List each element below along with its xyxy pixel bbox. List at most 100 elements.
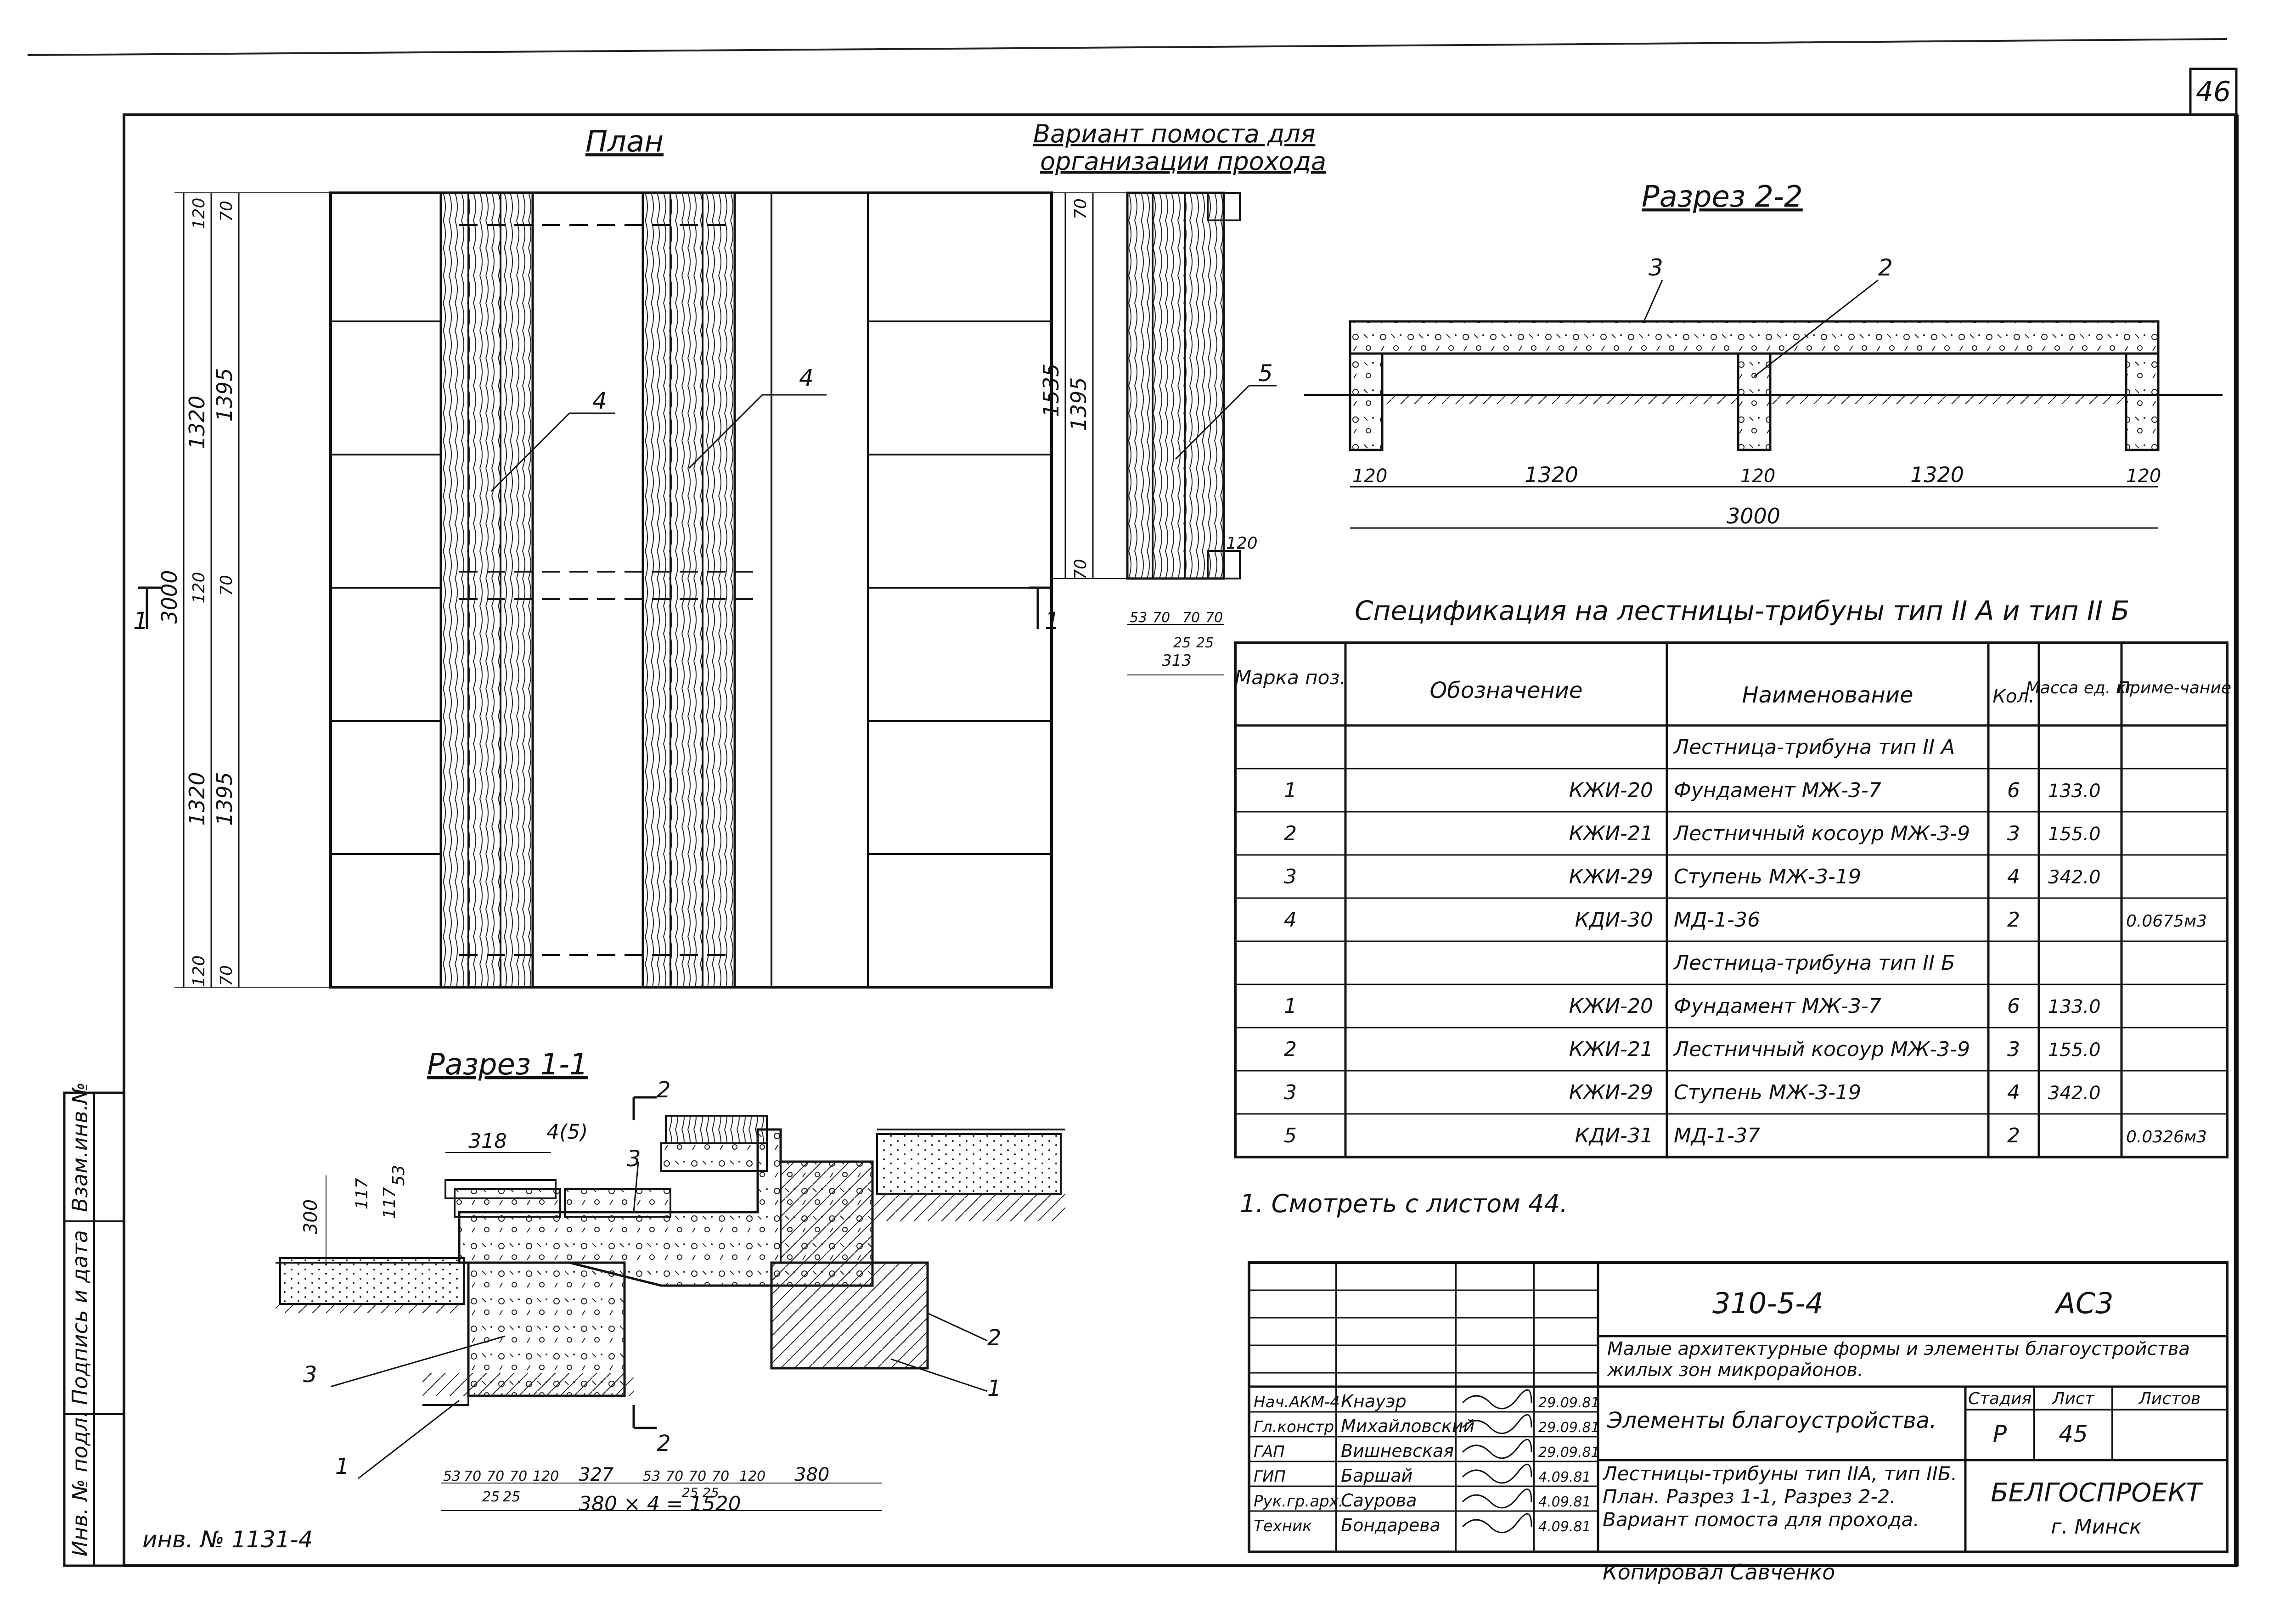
spec-cell: КЖИ-21 [1569,822,1653,845]
section11-dim-b1: 70 [464,1468,481,1484]
variant-dim-53: 53 [1130,610,1147,626]
section11-dim-b13: 25 [503,1489,520,1505]
section22-leader-2: 2 [1878,254,1893,281]
tb-stage: Р [1993,1421,2007,1447]
spec-header-designation: Обозначение [1429,678,1582,703]
spec-cell: 4 [2007,865,2020,888]
section22-dim-1320b: 1320 [1910,462,1964,487]
section11-dim-318: 318 [468,1129,507,1153]
spec-cell: 5 [1284,1124,1297,1147]
tb-person-role: Гл.констр. [1254,1418,1339,1436]
tb-sheet-label: Лист [2051,1389,2094,1408]
tb-person-role: Рук.гр.арх. [1254,1492,1344,1511]
section11-mark-2-top: 2 [657,1077,671,1103]
spec-cell: 1 [1284,779,1297,802]
plan-dim-1320-bottom: 1320 [185,772,209,826]
spec-cell: 3 [1284,1081,1297,1104]
section22-view: 3 2 120 1320 120 1320 120 3000 [1304,254,2223,529]
spec-cell: 2 [1284,1038,1297,1061]
variant-dim-70c: 70 [1205,610,1223,626]
spec-cell: Фундамент МЖ-3-7 [1674,779,1881,802]
section11-leader-3-top: 3 [627,1146,641,1172]
plan-dim-120-c: 120 [190,955,208,987]
spec-cell: Лестница-трибуна тип II Б [1673,951,1955,975]
signature [1462,1513,1532,1534]
section11-dim-117a: 117 [353,1178,371,1210]
spec-cell: Лестничный косоур МЖ-3-9 [1673,822,1970,845]
spec-cell: 155.0 [2048,1040,2101,1061]
tb-city: г. Минск [2051,1515,2142,1539]
spec-cell: 1 [1284,995,1297,1018]
signature [1462,1414,1532,1434]
side-stamp-col3: Взам.инв.№ [68,1082,92,1212]
spec-cell: 3 [1284,865,1297,888]
spec-cell: Ступень МЖ-3-19 [1674,865,1861,888]
section22-leader-3: 3 [1649,254,1663,281]
plan-view [329,191,1053,989]
variant-dim-313: 313 [1162,652,1192,670]
section11-dim-b8: 70 [689,1468,706,1484]
plan-leader-4-right: 4 [799,365,814,391]
spec-cell: 6 [2007,995,2020,1018]
spec-cell: КДИ-30 [1575,908,1653,932]
section11-leader-2: 2 [987,1325,1002,1351]
tb-object: Элементы благоустройства. [1607,1408,1936,1433]
tb-person-name: Саурова [1341,1490,1417,1511]
spec-cell: 133.0 [2048,781,2101,802]
section11-leader-1-left: 1 [335,1454,349,1479]
variant-view: 1535 1395 70 70 120 53 70 70 70 25 25 31… [1039,191,1277,675]
section11-dim-b11: 380 [794,1464,829,1485]
section11-dim-b15: 25 [703,1485,719,1500]
spec-header-qty: Кол. [1992,686,2034,707]
tb-person-name: Бондарева [1341,1515,1441,1535]
tb-person-role: Нач.АКМ-4 [1254,1393,1340,1411]
section11-dim-b5: 327 [579,1464,614,1485]
section11-dim-b14: 25 [682,1485,698,1500]
section11-mark-2-bottom: 2 [657,1431,671,1456]
tb-person-date: 29.09.81 [1538,1444,1600,1461]
spec-cell: 342.0 [2048,1083,2101,1104]
tb-person-name: Михайловский [1341,1416,1474,1436]
section11-dim-117b: 117 [380,1187,399,1219]
variant-dim-70-bottom: 70 [1071,559,1090,580]
plan-dim-120-a: 120 [190,198,208,230]
spec-cell: 0.0675м3 [2126,912,2207,931]
plan-section-mark-left: 1 [133,607,148,635]
spec-cell: МД-1-37 [1674,1124,1760,1147]
tb-mark: АС3 [2054,1287,2113,1320]
side-stamp-col1: Инв. № подл. [68,1411,92,1557]
section11-title: Разрез 1-1 [427,1048,588,1082]
variant-dim-1535: 1535 [1039,363,1064,417]
section22-dim-3000: 3000 [1727,504,1780,528]
tb-person-name: Кнауэр [1341,1391,1407,1411]
plan-title: План [585,125,664,159]
variant-dim-70a: 70 [1153,610,1170,626]
variant-title-line1: Вариант помоста для [1033,119,1315,148]
spec-cell: КЖИ-29 [1569,865,1653,888]
spec-note: 1. Смотреть с листом 44. [1240,1189,1568,1218]
tb-person-name: Вишневская [1341,1441,1454,1461]
plan-dim-70-c: 70 [217,965,236,986]
section11-dim-b6: 53 [643,1468,660,1484]
plan-dim-1395-top: 1395 [212,368,237,421]
top-edge-line [27,38,2228,56]
section11-dim-total: 380 × 4 = 1520 [579,1492,741,1516]
spec-cell: 133.0 [2048,996,2101,1017]
section22-dim-120a: 120 [1352,466,1387,487]
section22-dim-120c: 120 [2126,466,2161,487]
plan-leader-4-left: 4 [592,388,607,414]
section22-dim-1320a: 1320 [1525,462,1578,487]
tb-project: Малые архитектурные формы и элементы бла… [1607,1338,2190,1381]
plan-dim-120-b: 120 [190,572,208,604]
section22-dim-120b: 120 [1740,466,1775,487]
tb-person-date: 29.09.81 [1538,1395,1600,1411]
tb-person-date: 4.09.81 [1538,1469,1591,1485]
spec-header-mark: Марка поз. [1235,666,1346,689]
tb-person-role: ГИП [1254,1467,1286,1486]
plan-dimensions: 3000 1320 1320 1395 1395 120 70 120 70 1… [133,192,1060,988]
tb-person-date: 4.09.81 [1538,1519,1591,1535]
spec-cell: 155.0 [2048,824,2101,845]
spec-cell: 6 [2007,779,2020,802]
